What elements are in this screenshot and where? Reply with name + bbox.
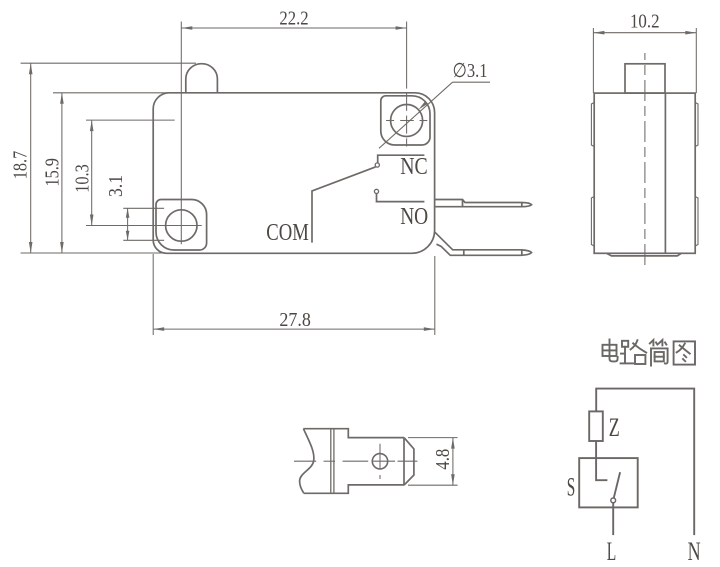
svg-text:NC: NC xyxy=(400,154,428,180)
svg-text:4.8: 4.8 xyxy=(432,449,454,470)
svg-text:NO: NO xyxy=(400,204,428,230)
svg-text:15.9: 15.9 xyxy=(41,158,63,187)
svg-text:S: S xyxy=(567,473,576,502)
svg-text:27.8: 27.8 xyxy=(279,309,311,331)
svg-text:Z: Z xyxy=(609,413,620,442)
svg-text:N: N xyxy=(688,537,701,566)
svg-text:22.2: 22.2 xyxy=(279,8,308,30)
svg-text:18.7: 18.7 xyxy=(9,151,31,180)
svg-text:10.3: 10.3 xyxy=(71,164,93,193)
svg-text:∅3.1: ∅3.1 xyxy=(453,60,488,82)
svg-text:3.1: 3.1 xyxy=(105,175,127,197)
svg-text:10.2: 10.2 xyxy=(630,11,660,33)
svg-text:COM: COM xyxy=(266,220,309,246)
svg-text:L: L xyxy=(607,537,617,566)
